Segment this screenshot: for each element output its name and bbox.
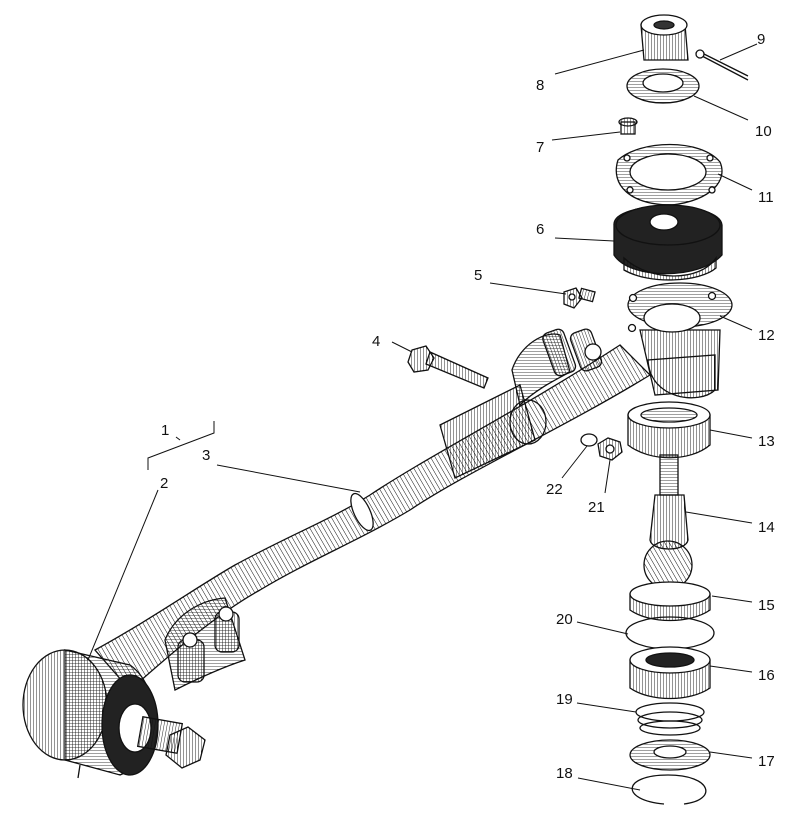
ring-part-15 — [629, 581, 711, 622]
callout-8: 8 — [536, 77, 544, 94]
callout-18: 18 — [556, 765, 573, 782]
callout-3: 3 — [202, 447, 210, 464]
right-ball-joint-housing — [627, 282, 733, 399]
callout-2: 2 — [160, 475, 168, 492]
callout-13: 13 — [758, 433, 775, 450]
cotter-pin-part-9 — [695, 49, 749, 81]
washer-part-10 — [626, 68, 700, 104]
callout-1: 1 — [161, 422, 169, 439]
callout-7: 7 — [536, 139, 544, 156]
callout-15: 15 — [758, 597, 775, 614]
bolt-part-4 — [407, 345, 489, 389]
callout-22: 22 — [546, 481, 563, 498]
dust-cover-part-6 — [613, 204, 723, 281]
callout-10: 10 — [755, 123, 772, 140]
gasket-part-11 — [615, 143, 723, 206]
spring-part-19 — [635, 702, 705, 736]
screw-part-7 — [618, 117, 638, 135]
callout-4: 4 — [372, 333, 380, 350]
castle-nut-part-8 — [640, 14, 689, 61]
bushing-part-13 — [627, 401, 711, 459]
left-clamp — [164, 597, 246, 691]
callout-19: 19 — [556, 691, 573, 708]
left-ball-joint-housing — [22, 649, 206, 779]
seat-part-16 — [629, 646, 711, 700]
callout-9: 9 — [757, 31, 765, 48]
plate-part-17 — [629, 739, 711, 771]
grease-fitting-part-5 — [563, 287, 596, 309]
callout-labels: 1 2 3 4 5 6 7 8 9 10 11 12 13 14 15 16 1… — [160, 31, 775, 782]
right-clamp — [509, 328, 603, 445]
callout-21: 21 — [588, 499, 605, 516]
o-ring-part-20 — [625, 616, 715, 650]
callout-17: 17 — [758, 753, 775, 770]
callout-12: 12 — [758, 327, 775, 344]
leader-lines — [87, 43, 758, 791]
nut-part-21 — [597, 437, 623, 461]
callout-11: 11 — [758, 189, 774, 206]
callout-16: 16 — [758, 667, 775, 684]
retaining-ring-part-18 — [631, 774, 707, 805]
callout-6: 6 — [536, 221, 544, 238]
callout-5: 5 — [474, 267, 482, 284]
ball-stud-part-14 — [643, 454, 693, 590]
callout-20: 20 — [556, 611, 573, 628]
lock-washer-part-22 — [580, 433, 598, 447]
callout-14: 14 — [758, 519, 775, 536]
